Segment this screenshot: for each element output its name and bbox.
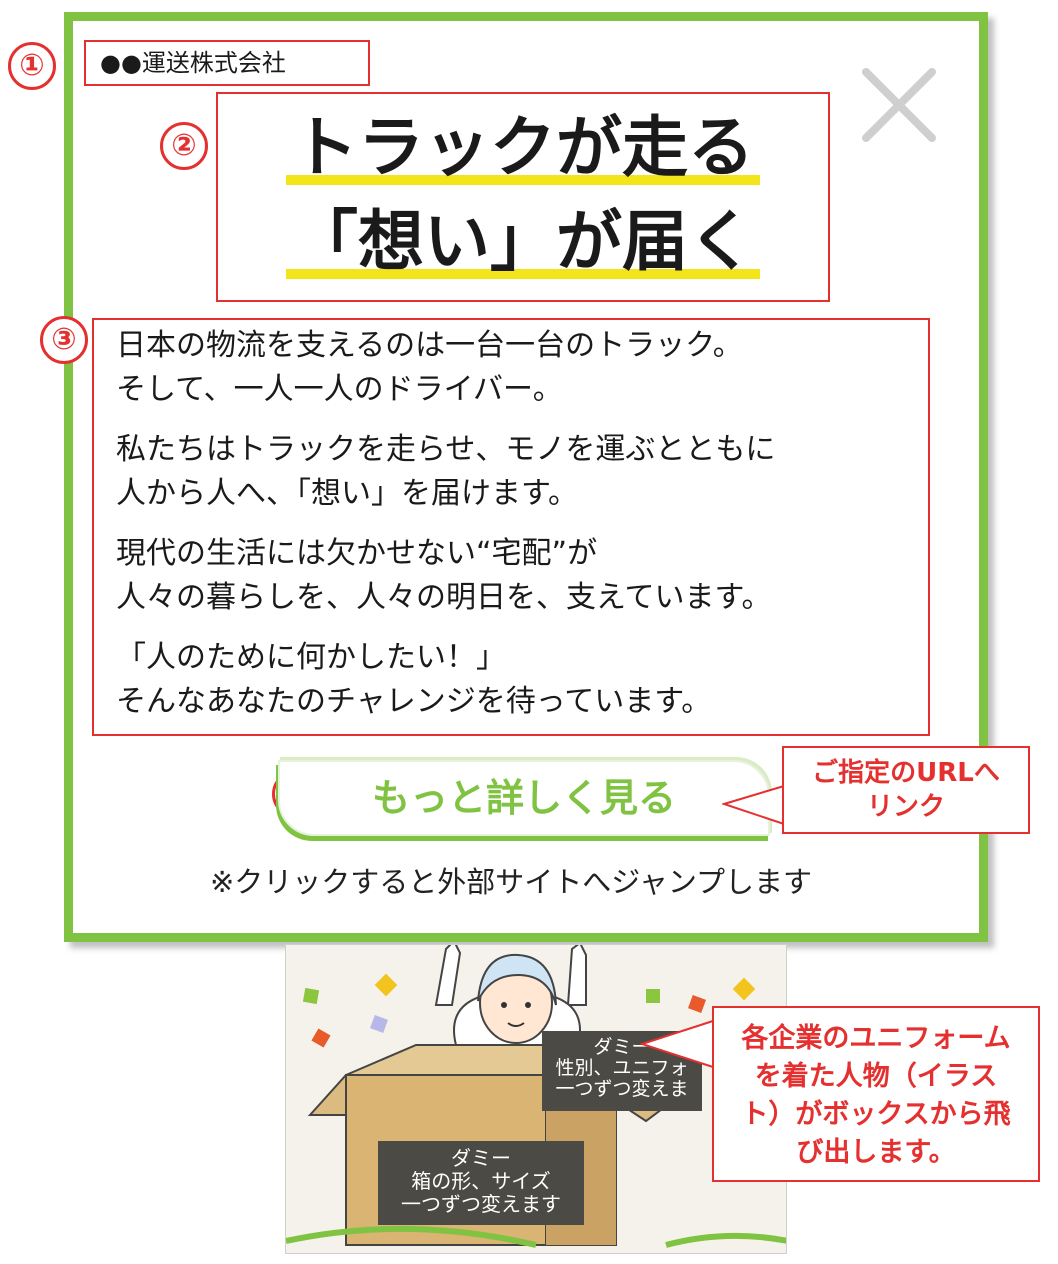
- marker-3: ③: [40, 316, 88, 364]
- callout-tail-illustration: [640, 1018, 717, 1070]
- external-link-note: ※クリックすると外部サイトへジャンプします: [210, 865, 812, 899]
- company-name: ●●運送株式会社: [84, 40, 370, 86]
- person-dummy-label: ダミー 性別、ユニフォ 一つずつ変えま: [542, 1031, 702, 1111]
- callout-illustration: 各企業のユニフォーム を着た人物（イラス ト）がボックスから飛 び出します。: [712, 1006, 1040, 1182]
- more-details-button[interactable]: もっと詳しく見る: [278, 760, 770, 836]
- body-paragraph-2: 私たちはトラックを走らせ、モノを運ぶとともに 人から人へ、「想い」を届けます。: [116, 432, 776, 511]
- body-paragraph-3: 現代の生活には欠かせない“宅配”が 人々の暮らしを、人々の明日を、支えています。: [116, 536, 772, 615]
- box-dummy-label: ダミー 箱の形、サイズ 一つずつ変えます: [378, 1141, 584, 1225]
- callout-link: ご指定のURLへ リンク: [782, 746, 1030, 834]
- marker-2: ②: [160, 122, 208, 170]
- headline-line-2: 「想い」が届く: [286, 202, 760, 282]
- body-paragraph-4: 「人のために何かしたい！」 そんなあなたのチャレンジを待っています。: [116, 640, 712, 719]
- body-text: 日本の物流を支えるのは一台一台のトラック。 そして、一人一人のドライバー。 私た…: [92, 318, 930, 736]
- illustration: ダミー 性別、ユニフォ 一つずつ変えま ダミー 箱の形、サイズ 一つずつ変えます: [285, 944, 787, 1254]
- headline-line-1: トラックが走る: [286, 108, 760, 188]
- close-icon[interactable]: [860, 66, 938, 144]
- marker-1: ①: [8, 42, 56, 90]
- body-paragraph-1: 日本の物流を支えるのは一台一台のトラック。 そして、一人一人のドライバー。: [116, 328, 743, 407]
- callout-tail-link: [722, 784, 785, 826]
- headline: トラックが走る 「想い」が届く: [216, 92, 830, 302]
